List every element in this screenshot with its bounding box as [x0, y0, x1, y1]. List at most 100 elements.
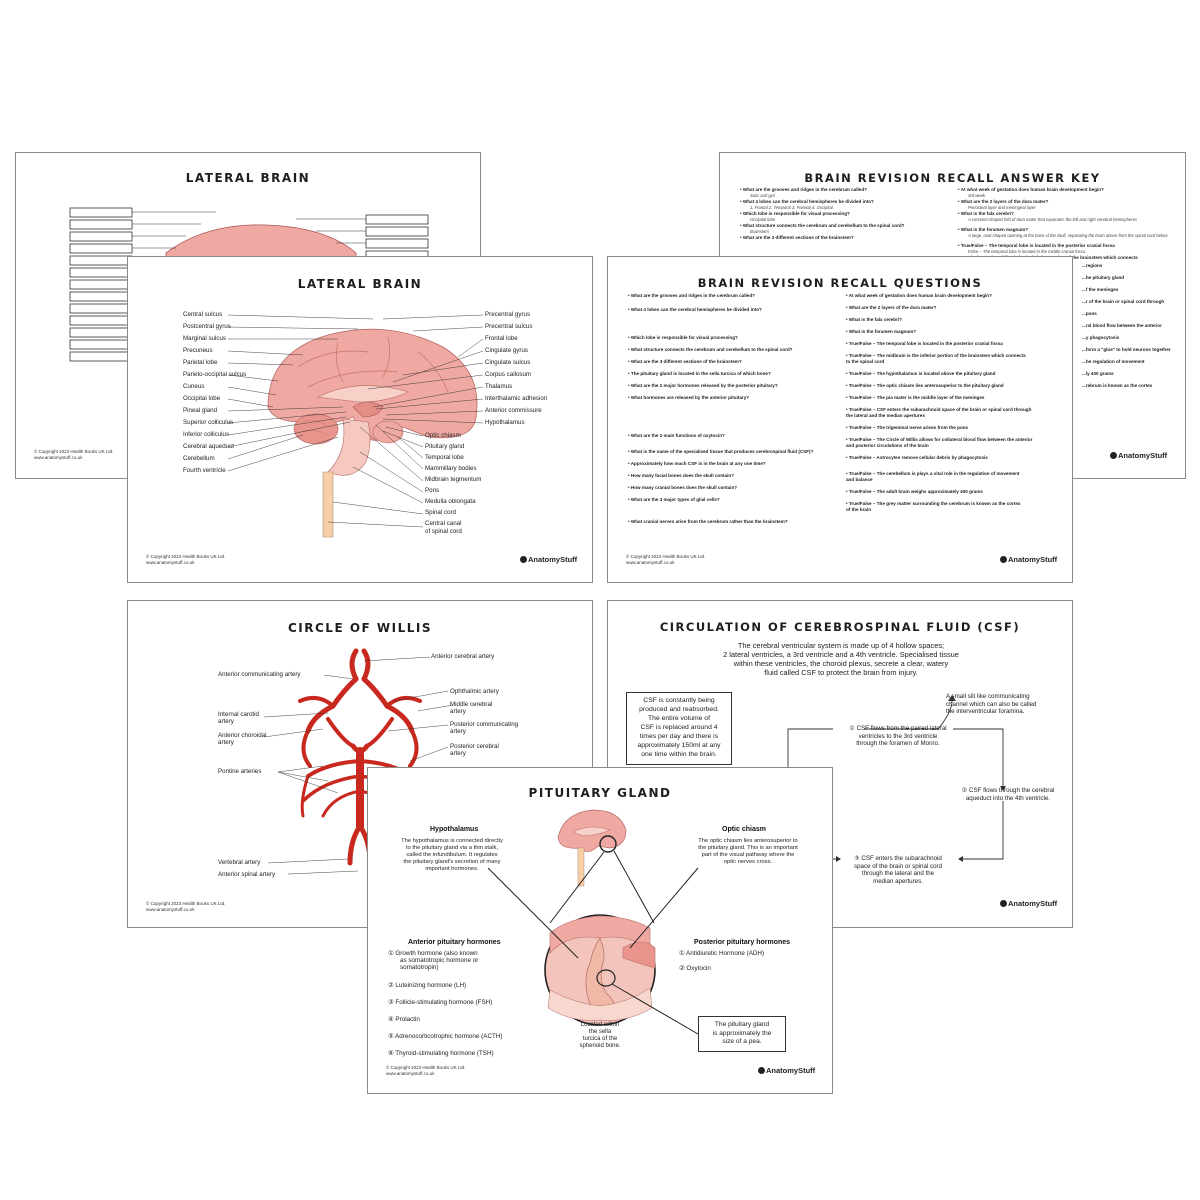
size-line: The pituitary gland [714, 1021, 770, 1028]
intro-line: 2 lateral ventricles, a 3rd ventricle an… [723, 650, 959, 659]
anterior-hormone-item: ⑤ Adrenocorticotrophic hormone (ACTH) [388, 1033, 503, 1040]
artery-label: Internal carotid [218, 711, 259, 718]
step-line: through the foramen of Monro. [856, 740, 940, 748]
answer-key-fragment: ...y phagocytosis [1082, 335, 1120, 340]
artery-label: Middle cerebral [450, 701, 493, 708]
copyright: © Copyright 2023 Health Books UK Ltd.www… [146, 901, 226, 912]
artery-label: Pontine arteries [218, 768, 262, 775]
question-item: • How many cranial bones does the skull … [628, 485, 738, 490]
size-line: is approximately the [712, 1029, 772, 1037]
step-line: ② CSF flows through the cerebral [961, 787, 1055, 794]
question-item: • True/False – The midbrain is the infer… [846, 353, 1026, 358]
sheet-title: BRAIN REVISION RECALL QUESTIONS [697, 276, 983, 290]
brain-label: Corpus callosum [485, 371, 532, 378]
question-item: • True/False – The cerebellum is plays a… [846, 471, 1020, 476]
brain-label: Central canal [425, 520, 462, 527]
question-item: • True/False – CSF enters the subarachno… [846, 407, 1032, 412]
csf-intro-text: The cerebral ventricular system is made … [668, 641, 1014, 677]
answer-key-answer: 3rd week [968, 193, 985, 198]
brain-label: Occipital lobe [183, 395, 221, 402]
answer-key-question: • At what week of gestation does human b… [958, 187, 1104, 192]
copyright: © Copyright 2023 Health Books UK Ltd.www… [386, 1065, 466, 1076]
question-item: • What cranial nerves arise from the cer… [628, 519, 788, 524]
brain-label: Precentral sulcus [485, 323, 533, 330]
sheet-title: BRAIN REVISION RECALL ANSWER KEY [804, 171, 1101, 185]
question-item: and posterior circulations of the brain [846, 443, 929, 448]
artery-label: artery [218, 718, 234, 725]
posterior-hormone-item: ② Oxytocin [679, 965, 711, 972]
brain-label: Temporal lobe [425, 454, 464, 461]
answer-key-fragment: ...he pituitary gland [1082, 275, 1125, 280]
artery-label: Anterior cerebral artery [431, 653, 495, 660]
located-line: Located within [580, 1022, 620, 1028]
intro-line: fluid called CSF to protect the brain fr… [764, 668, 918, 677]
question-item: • True/False – The trigeminal nerve aris… [846, 425, 969, 430]
question-item: • How many facial bones does the skull c… [628, 473, 735, 478]
answer-key-question: • What is the foramen magnum? [958, 227, 1029, 232]
answer-key-question: • True/False – The temporal lobe is loca… [958, 243, 1115, 248]
hypothalamus-line: important hormones. [425, 866, 479, 872]
optic-line: optic nerves cross. [723, 859, 773, 865]
sheet-title: PITUITARY GLAND [528, 786, 672, 800]
question-item: • At what week of gestation does human b… [846, 293, 992, 298]
artery-label: Vertebral artery [218, 859, 261, 866]
question-item: • What is the falx cerebri? [846, 317, 902, 322]
anterior-hormone-item: as somatotropic hormone or [400, 957, 479, 964]
brand-logo: AnatomyStuff [1000, 899, 1057, 908]
question-item: • Which lobe is responsible for visual p… [628, 335, 738, 340]
answer-key-answer: Sulci and gyri [750, 193, 776, 198]
located-line: turcica of the [582, 1036, 618, 1042]
brain-label: Medulla oblongata [425, 498, 476, 505]
answer-key-fragment: ...rebrum is known as the cortex [1082, 383, 1153, 388]
hypothalamus-line: The hypothalamus is connected directly [401, 838, 503, 844]
brand-logo: AnatomyStuff [520, 555, 577, 564]
hypothalamus-line: to the pituitary gland via a thin stalk, [405, 845, 499, 851]
question-item: • The pituitary gland is located in the … [628, 371, 771, 376]
posterior-hormones-heading: Posterior pituitary hormones [694, 939, 791, 946]
hypothalamus-line: called the infundibulum. It regulates [406, 852, 498, 858]
answer-key-fragment: ...he regulation of movement [1082, 359, 1145, 364]
sheet-title: CIRCLE OF WILLIS [287, 621, 433, 635]
question-item: • True/False – The pia mater is the midd… [846, 395, 985, 400]
sheet-title: CIRCULATION OF CEREBROSPINAL FLUID (CSF) [659, 620, 1021, 634]
answer-key-question: • What are the 2 layers of the dura mate… [958, 199, 1049, 204]
optic-line: part of the visual pathway where the [701, 852, 795, 858]
brand-mark-icon [520, 556, 527, 563]
answer-key-answer: 1. Frontal 2. Temporal 3. Parietal 4. Oc… [750, 205, 833, 210]
question-item: • True/False – The adult brain weighs ap… [846, 489, 983, 494]
anterior-hormone-item: ⑥ Thyroid-stimulating hormone (TSH) [388, 1050, 494, 1057]
answer-key-answer: False – The temporal lobe is located in … [968, 249, 1086, 254]
box-line: times per day and there is [639, 733, 719, 740]
brand-mark-icon [1000, 556, 1007, 563]
box-line: CSF is constantly being [643, 697, 715, 704]
brain-label: Postcentral gyrus [183, 323, 231, 330]
brain-label: Cuneus [183, 383, 205, 390]
brain-label: Pons [425, 487, 440, 494]
artery-label: Anterior communicating artery [218, 671, 301, 678]
question-item: • What hormones are released by the ante… [628, 395, 750, 400]
brand-mark-icon [1000, 900, 1007, 907]
lateral-brain-illustration [227, 314, 484, 538]
step-line: space of the brain or spinal cord [853, 862, 943, 870]
question-item: • True/False – The Circle of Willis allo… [846, 437, 1033, 442]
optic-line: the pituitary gland. This is an importan… [698, 845, 798, 851]
brain-label: Mammillary bodies [425, 465, 477, 472]
answer-key-question: • What are the grooves and ridges in the… [740, 187, 867, 192]
brain-label: Fourth ventricle [183, 467, 226, 474]
note-line: A small slit like communicating [946, 693, 1030, 700]
answer-key-answer: Brainstem [750, 229, 769, 234]
brain-label: Frontal lobe [485, 335, 518, 342]
question-item: • What is the foramen magnum? [846, 329, 917, 334]
question-item: • What structure connects the cerebrum a… [628, 347, 793, 352]
answer-key-fragment: ...form a "glue" to hold neurons togethe… [1082, 347, 1171, 352]
anterior-hormone-item: ④ Prolactin [388, 1016, 420, 1023]
question-item: • Approximately how much CSF is in the b… [628, 461, 766, 466]
sheet-title: LATERAL BRAIN [297, 277, 423, 291]
brand-logo: AnatomyStuff [1110, 451, 1167, 460]
step-line: aqueduct into the 4th ventricle. [965, 794, 1051, 802]
note-line: the interventricular foramina. [946, 708, 1025, 716]
hypothalamus-heading: Hypothalamus [430, 826, 479, 833]
